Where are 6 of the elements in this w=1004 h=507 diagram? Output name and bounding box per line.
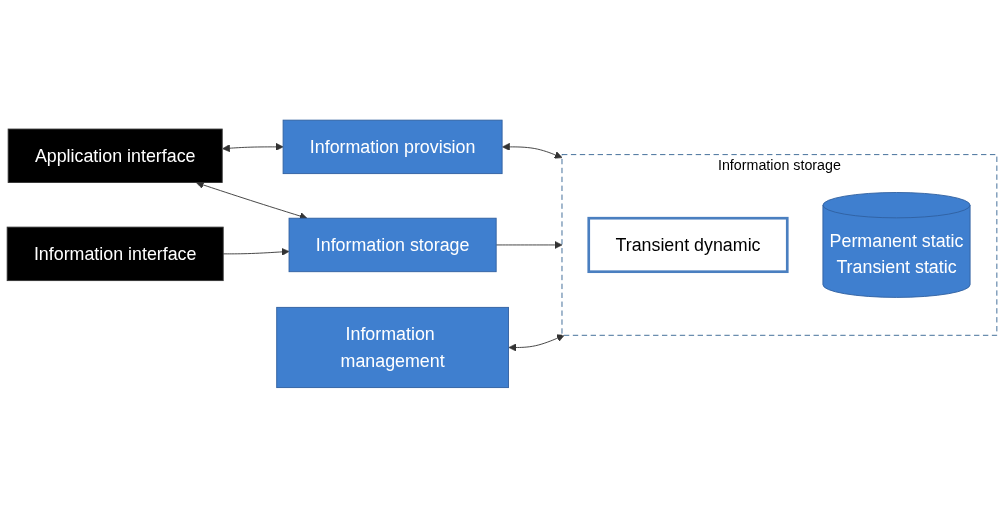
node-box: Transient dynamic <box>587 216 789 273</box>
node-box: Information storage <box>288 217 497 272</box>
node-box: Information interface <box>6 226 224 281</box>
node-box: Information provision <box>282 119 503 174</box>
node-box: Application interface <box>7 128 223 183</box>
node-box: Information management <box>276 306 509 388</box>
